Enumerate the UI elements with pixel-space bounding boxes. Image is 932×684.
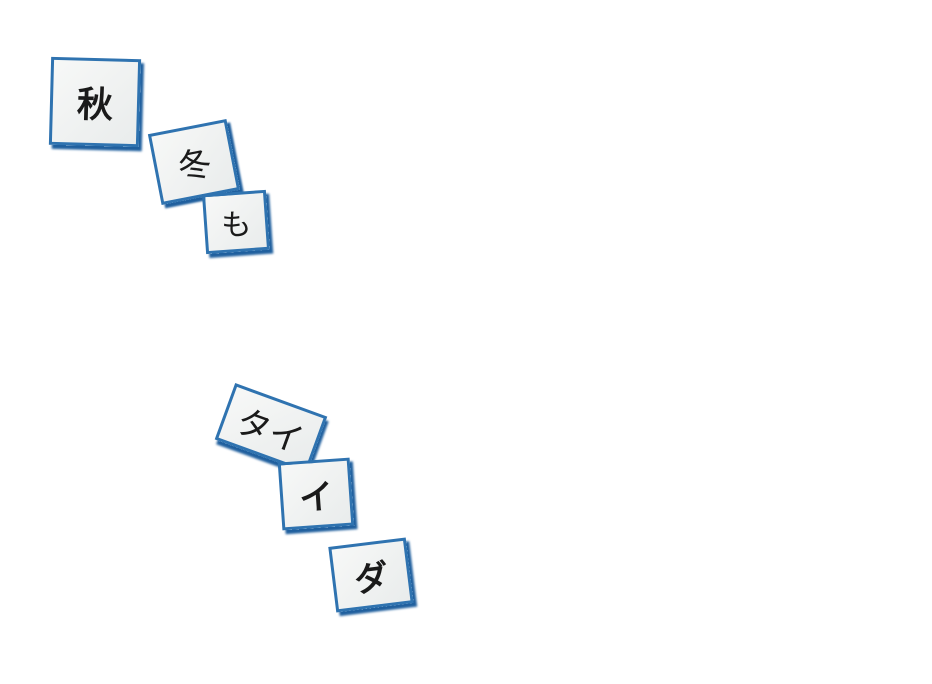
tile-text: 秋: [76, 84, 114, 127]
tile-text: ダ: [352, 556, 391, 601]
tile-i: イ: [277, 457, 355, 531]
tile-text: イ: [297, 476, 335, 519]
tile-text: 冬: [174, 142, 216, 189]
tile-text: タイ: [231, 400, 309, 462]
tile-da: ダ: [328, 537, 414, 613]
tile-aki: 秋: [48, 56, 142, 148]
tile-text: も: [220, 206, 253, 244]
tile-mo: も: [201, 189, 271, 255]
